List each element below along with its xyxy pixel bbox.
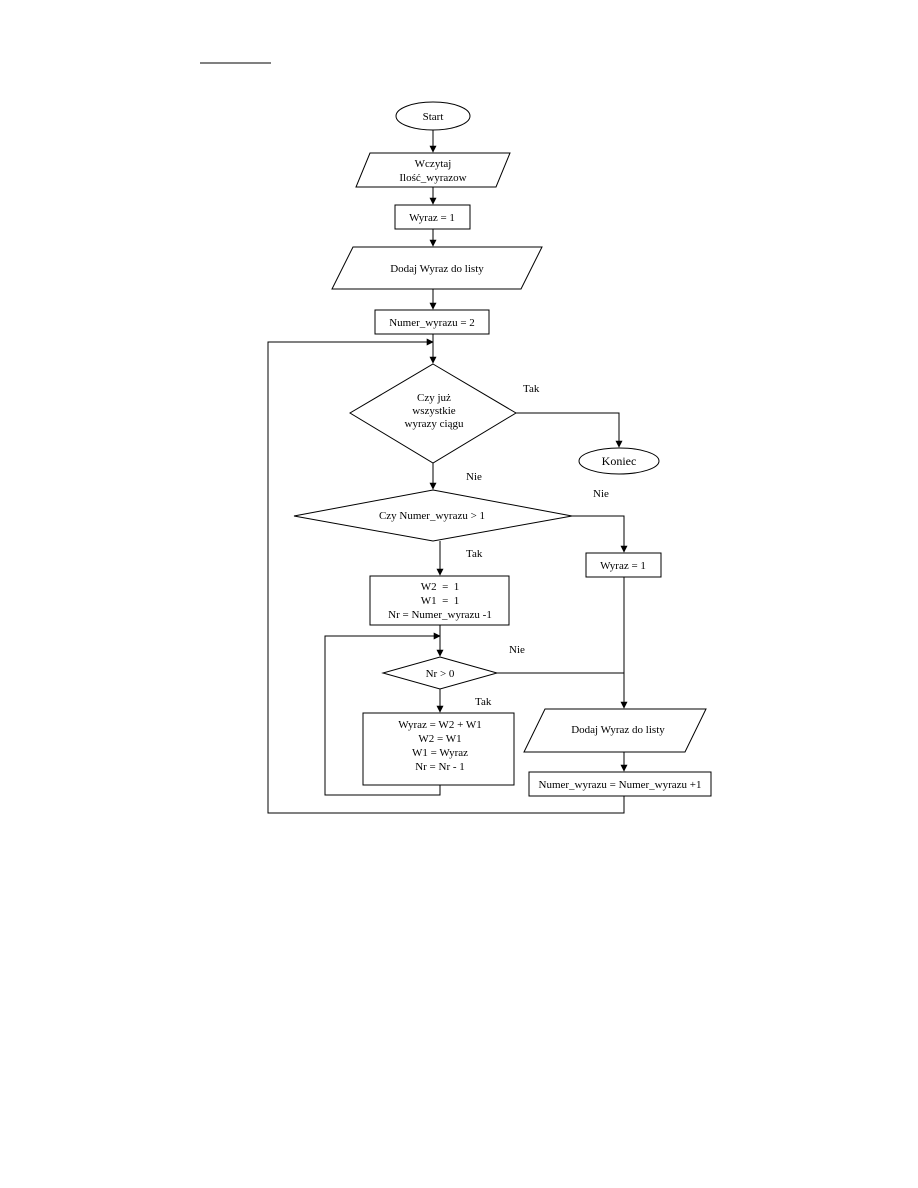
edge-label-all-terms-yes: Tak xyxy=(523,383,540,395)
decision-all-terms-line-1: Czy już xyxy=(417,392,451,404)
loop-body-node: Wyraz = W2 + W1 W2 = W1 W1 = Wyraz Nr = … xyxy=(362,712,515,786)
start-node: Start xyxy=(395,101,471,131)
set-term-one-node: Wyraz = 1 xyxy=(394,204,471,230)
read-count-line-1: Wczytaj xyxy=(415,158,452,170)
edge-loop-back-inner xyxy=(324,632,441,796)
increment-number-label: Numer_wyrazu = Numer_wyrazu +1 xyxy=(539,779,702,791)
loop-body-line-1: Wyraz = W2 + W1 xyxy=(398,719,481,731)
loop-body-line-4: Nr = Nr - 1 xyxy=(415,761,465,773)
increment-number-node: Numer_wyrazu = Numer_wyrazu +1 xyxy=(528,771,712,797)
decision-all-terms-line-3: wyrazy ciągu xyxy=(405,418,464,430)
loop-body-line-3: W1 = Wyraz xyxy=(412,747,468,759)
add-term-first-label: Dodaj Wyraz do listy xyxy=(390,263,484,275)
read-count-node: Wczytaj Ilość_wyrazow xyxy=(355,152,511,188)
decision-nr-gt-zero-node: Nr > 0 xyxy=(381,656,499,690)
edge-label-all-terms-no: Nie xyxy=(466,471,482,483)
decision-all-terms-line-2: wszystkie xyxy=(412,405,456,417)
read-count-line-2: Ilość_wyrazow xyxy=(399,172,466,184)
init-vars-node: W2 = 1 W1 = 1 Nr = Numer_wyrazu -1 xyxy=(369,575,510,626)
set-number-two-label: Numer_wyrazu = 2 xyxy=(389,317,475,329)
set-term-one-b-label: Wyraz = 1 xyxy=(600,560,646,572)
add-term-first-node: Dodaj Wyraz do listy xyxy=(331,246,543,290)
edge-label-number-gt-one-yes: Tak xyxy=(466,548,483,560)
edge-loop-back-outer xyxy=(267,338,625,814)
init-vars-line-3: Nr = Numer_wyrazu -1 xyxy=(388,609,492,621)
edge-label-nr-gt-zero-yes: Tak xyxy=(475,696,492,708)
end-node: Koniec xyxy=(578,447,660,475)
start-label: Start xyxy=(423,111,444,123)
add-term-loop-node: Dodaj Wyraz do listy xyxy=(523,708,707,753)
end-label: Koniec xyxy=(602,454,637,468)
edge-all-terms-yes xyxy=(516,412,623,448)
edge-number-gt-one-no xyxy=(572,515,628,553)
edge-label-nr-gt-zero-no: Nie xyxy=(509,644,525,656)
edge-label-number-gt-one-no: Nie xyxy=(593,488,609,500)
set-term-one-label: Wyraz = 1 xyxy=(409,212,455,224)
add-term-loop-label: Dodaj Wyraz do listy xyxy=(571,724,665,736)
decision-number-gt-one-node: Czy Numer_wyrazu > 1 xyxy=(293,489,573,542)
init-vars-line-1: W2 = 1 xyxy=(421,581,460,593)
set-term-one-b-node: Wyraz = 1 xyxy=(585,552,662,578)
decision-nr-gt-zero-label: Nr > 0 xyxy=(426,668,455,680)
decision-all-terms-node: Czy już wszystkie wyrazy ciągu xyxy=(349,363,517,464)
init-vars-line-2: W1 = 1 xyxy=(421,595,460,607)
set-number-two-node: Numer_wyrazu = 2 xyxy=(374,309,490,335)
decision-number-gt-one-label: Czy Numer_wyrazu > 1 xyxy=(379,510,485,522)
loop-body-line-2: W2 = W1 xyxy=(418,733,461,745)
